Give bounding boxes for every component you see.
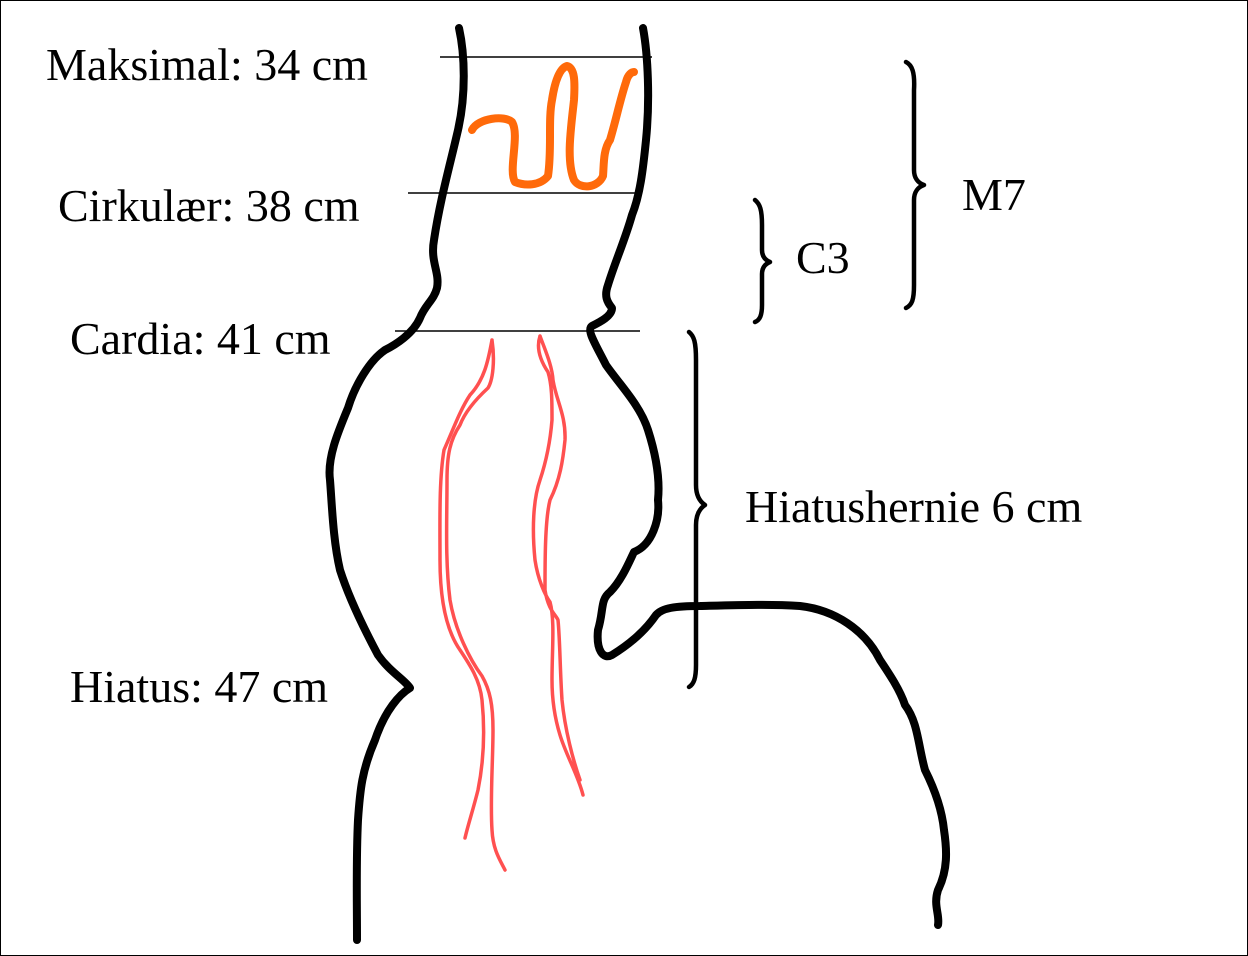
gastric-fold-right	[533, 336, 583, 795]
circular-label: Cirkulær: 38 cm	[58, 183, 360, 229]
m-grade-label: M7	[962, 172, 1026, 218]
hiatus-label: Hiatus: 47 cm	[70, 664, 328, 710]
barrett-tongue	[472, 66, 634, 186]
esophagus-left-wall	[329, 28, 463, 940]
hernia-brace	[689, 332, 705, 687]
hernia-label: Hiatushernie 6 cm	[745, 484, 1082, 530]
c-brace	[755, 200, 770, 322]
cardia-label: Cardia: 41 cm	[70, 316, 331, 362]
c-grade-label: C3	[796, 235, 850, 281]
esophagus-right-wall	[590, 28, 946, 925]
gastric-fold-left	[440, 340, 505, 870]
m-brace	[906, 62, 924, 308]
maximal-label: Maksimal: 34 cm	[46, 42, 368, 88]
